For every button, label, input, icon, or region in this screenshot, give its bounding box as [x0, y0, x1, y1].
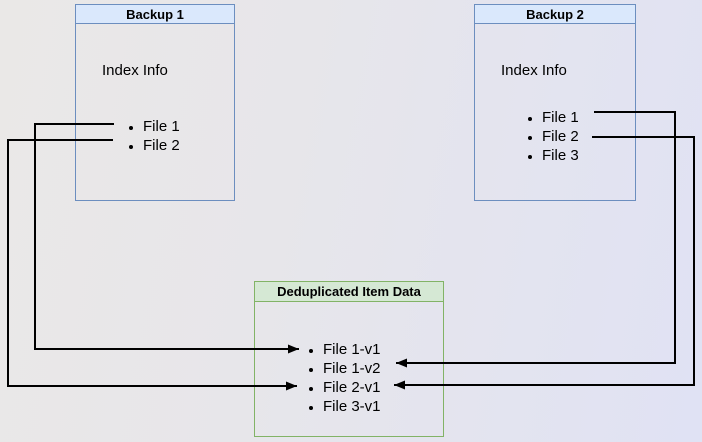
dedup-box: Deduplicated Item Data File 1-v1 File 1-…: [254, 281, 444, 437]
list-item-file2: File 2: [143, 136, 180, 155]
backup2-file-list: File 1 File 2 File 3: [475, 108, 579, 165]
backup1-box: Backup 1 Index Info File 1 File 2: [75, 4, 235, 201]
dedup-header: Deduplicated Item Data: [255, 282, 443, 302]
list-item-file2: File 2: [542, 127, 579, 146]
backup1-title: Backup 1: [126, 7, 184, 22]
list-item-file3: File 3: [542, 146, 579, 165]
backup2-header: Backup 2: [475, 5, 635, 24]
list-item-file2v1: File 2-v1: [323, 378, 381, 397]
list-item-file1: File 1: [143, 117, 180, 136]
list-item-file1v1: File 1-v1: [323, 340, 381, 359]
list-item-file3v1: File 3-v1: [323, 397, 381, 416]
list-item-file1v2: File 1-v2: [323, 359, 381, 378]
backup1-header: Backup 1: [76, 5, 234, 24]
backup2-title: Backup 2: [526, 7, 584, 22]
backup2-box: Backup 2 Index Info File 1 File 2 File 3: [474, 4, 636, 201]
backup1-file-list: File 1 File 2: [76, 117, 180, 155]
dedup-title: Deduplicated Item Data: [277, 284, 421, 299]
backup2-subtitle: Index Info: [501, 62, 567, 79]
dedup-file-list: File 1-v1 File 1-v2 File 2-v1 File 3-v1: [255, 340, 381, 416]
backup1-subtitle: Index Info: [102, 62, 168, 79]
list-item-file1: File 1: [542, 108, 579, 127]
